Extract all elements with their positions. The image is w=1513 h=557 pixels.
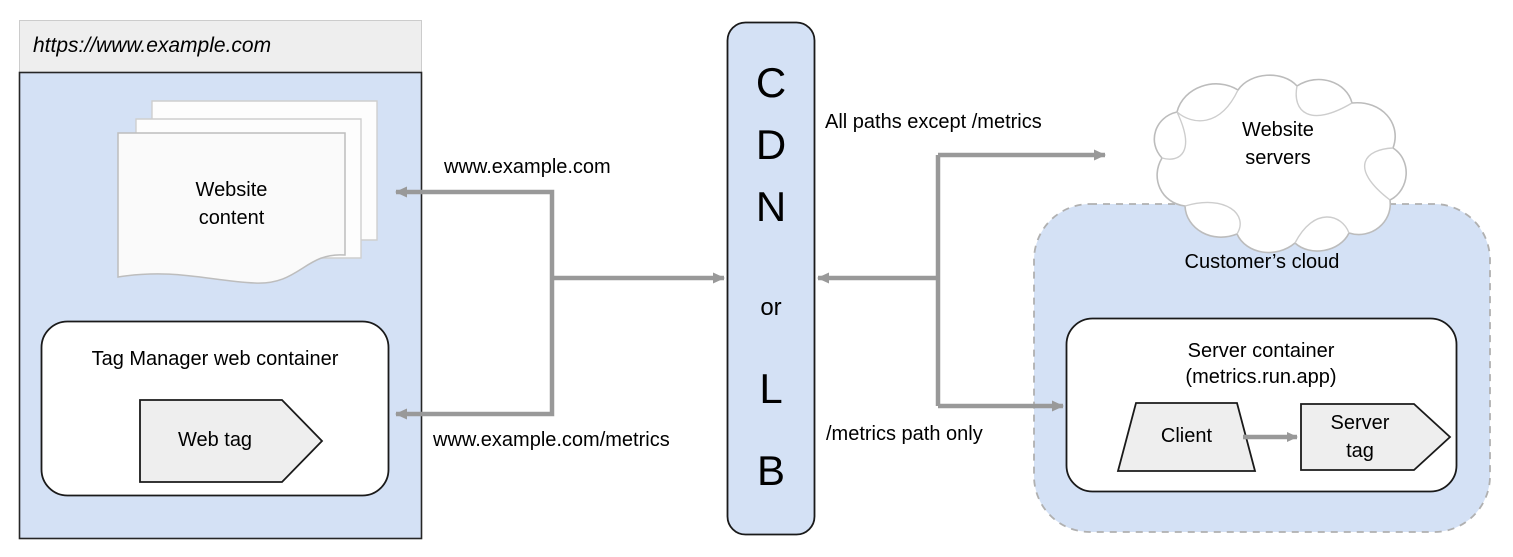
- website-content-label-line2: content: [198, 207, 265, 229]
- browser-url-text: https://www.example.com: [33, 34, 272, 57]
- server-tag-shape: [1300, 403, 1452, 471]
- edge-label-www-example-com: www.example.com: [444, 156, 611, 178]
- arrow-cdn-to-web-container: [395, 278, 555, 420]
- arrow-cdn-to-website-content: [395, 186, 555, 278]
- website-servers-label-line2: servers: [1245, 147, 1311, 169]
- cdn-letter-l: L: [759, 365, 783, 412]
- cdn-letter-b: B: [756, 447, 785, 494]
- edge-label-all-paths-except-metrics: All paths except /metrics: [825, 111, 1042, 133]
- cdn-letter-c: C: [755, 59, 787, 106]
- edge-label-www-example-com-metrics: www.example.com/metrics: [433, 429, 670, 451]
- web-tag-label: Web tag: [177, 429, 253, 451]
- client-label: Client: [1160, 425, 1213, 447]
- browser-url-bar: [19, 20, 422, 73]
- edge-label-metrics-path-only: /metrics path only: [826, 423, 983, 445]
- web-tag-shape: [139, 399, 324, 483]
- server-tag-label-line1: Server: [1330, 412, 1390, 434]
- server-container-title-line2: (metrics.run.app): [1185, 366, 1337, 388]
- cdn-letter-d: D: [755, 121, 787, 168]
- website-servers-cloud: [1153, 74, 1407, 254]
- website-content-label-line1: Website: [195, 179, 268, 201]
- cdn-or-label: or: [760, 294, 782, 321]
- customers-cloud-title: Customer’s cloud: [1184, 251, 1340, 273]
- server-tag-label-line2: tag: [1346, 440, 1374, 462]
- website-servers-cloud-inner-strokes: [1161, 85, 1394, 244]
- website-content-page-front: [117, 132, 346, 284]
- cdn-letter-n: N: [755, 183, 787, 230]
- website-servers-label-line1: Website: [1242, 119, 1314, 141]
- server-container-title-line1: Server container: [1187, 340, 1335, 362]
- cdn-lb-box: [726, 21, 816, 536]
- tag-manager-web-container-title: Tag Manager web container: [91, 348, 339, 370]
- client-trapezoid: [1116, 402, 1257, 472]
